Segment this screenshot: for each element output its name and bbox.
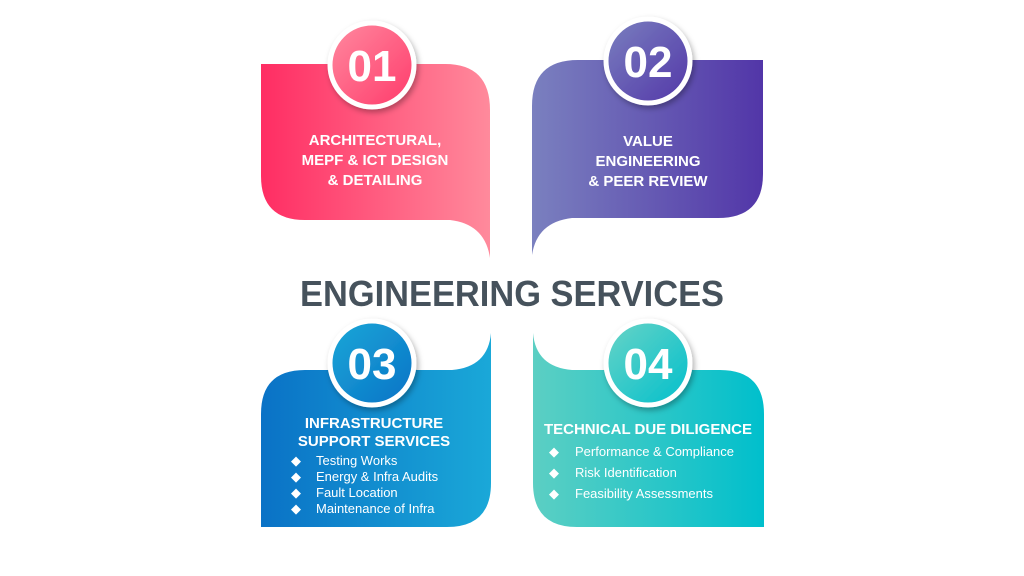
card-04-shape: [533, 333, 764, 527]
card-02-heading-line: & PEER REVIEW: [588, 173, 708, 190]
card-04-list: ◆ Performance & Compliance ◆ Risk Identi…: [549, 444, 734, 501]
card-04-heading-line: TECHNICAL DUE DILIGENCE: [544, 421, 752, 438]
card-01-number: 01: [348, 42, 397, 91]
list-item: Feasibility Assessments: [575, 486, 713, 501]
card-03-badge: [327, 318, 417, 408]
card-03-list: ◆ Testing Works ◆ Energy & Infra Audits …: [291, 453, 439, 516]
card-03-number: 03: [348, 340, 397, 389]
card-03-heading-line: SUPPORT SERVICES: [298, 433, 450, 450]
card-02: 02 VALUE ENGINEERING & PEER REVIEW: [532, 16, 763, 255]
card-01-shape: [261, 64, 490, 258]
card-02-number: 02: [624, 38, 673, 87]
card-01-heading-line: MEPF & ICT DESIGN: [302, 152, 449, 169]
card-01-heading-line: & DETAILING: [328, 172, 423, 189]
card-02-badge: [603, 16, 693, 106]
card-02-heading-line: ENGINEERING: [595, 153, 700, 170]
bullet-icon: ◆: [291, 501, 301, 516]
card-03-heading-line: INFRASTRUCTURE: [305, 415, 443, 432]
list-item: Risk Identification: [575, 465, 677, 480]
card-04: 04 TECHNICAL DUE DILIGENCE ◆ Performance…: [533, 318, 764, 527]
card-04-badge: [603, 318, 693, 408]
diagram-title: ENGINEERING SERVICES: [300, 273, 724, 314]
list-item: Testing Works: [316, 453, 398, 468]
list-item: Fault Location: [316, 485, 398, 500]
bullet-icon: ◆: [549, 486, 559, 501]
card-03: 03 INFRASTRUCTURE SUPPORT SERVICES ◆ Tes…: [261, 318, 491, 527]
bullet-icon: ◆: [549, 444, 559, 459]
list-item: Energy & Infra Audits: [316, 469, 439, 484]
bullet-icon: ◆: [291, 485, 301, 500]
bullet-icon: ◆: [291, 453, 301, 468]
card-02-shape: [532, 60, 763, 255]
card-04-number: 04: [624, 340, 673, 389]
card-02-heading-line: VALUE: [623, 133, 673, 150]
card-01-badge: [327, 20, 417, 110]
card-01-heading-line: ARCHITECTURAL,: [309, 132, 442, 149]
bullet-icon: ◆: [291, 469, 301, 484]
bullet-icon: ◆: [549, 465, 559, 480]
list-item: Performance & Compliance: [575, 444, 734, 459]
list-item: Maintenance of Infra: [316, 501, 435, 516]
card-03-shape: [261, 333, 491, 527]
card-01: 01 ARCHITECTURAL, MEPF & ICT DESIGN & DE…: [261, 20, 490, 258]
